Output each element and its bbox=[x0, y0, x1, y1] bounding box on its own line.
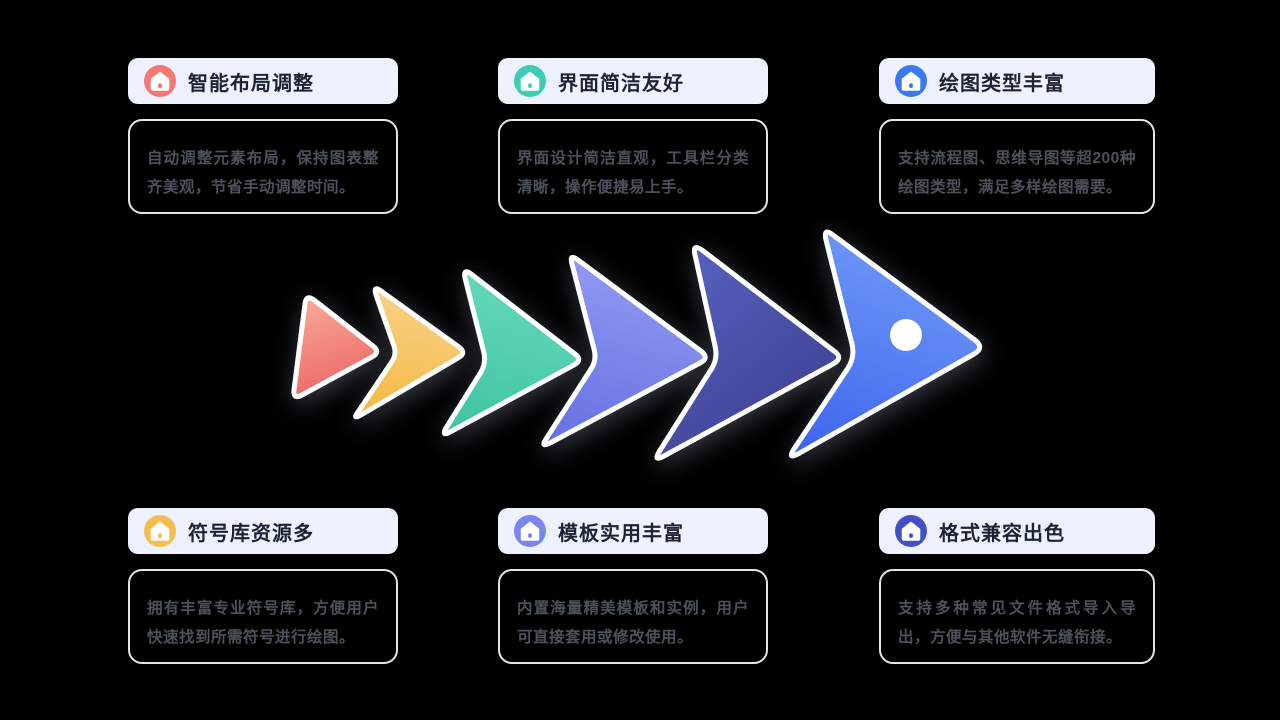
feature-header: 模板实用丰富 bbox=[498, 508, 768, 554]
feature-header: 界面简洁友好 bbox=[498, 58, 768, 104]
arrow-step-3 bbox=[441, 269, 582, 437]
feature-title: 智能布局调整 bbox=[188, 72, 314, 95]
feature-title: 模板实用丰富 bbox=[558, 522, 684, 545]
feature-description: 内置海量精美模板和实例，用户可直接套用或修改使用。 bbox=[517, 600, 749, 646]
feature-description: 支持流程图、思维导图等超200种绘图类型，满足多样绘图需要。 bbox=[898, 150, 1136, 196]
feature-title: 符号库资源多 bbox=[188, 522, 314, 545]
feature-body: 拥有丰富专业符号库，方便用户快速找到所需符号进行绘图。 bbox=[128, 569, 398, 664]
home-icon bbox=[144, 65, 176, 97]
home-icon bbox=[514, 65, 546, 97]
feature-title: 界面简洁友好 bbox=[558, 72, 684, 95]
feature-header: 符号库资源多 bbox=[128, 508, 398, 554]
feature-body: 内置海量精美模板和实例，用户可直接套用或修改使用。 bbox=[498, 569, 768, 664]
feature-header: 格式兼容出色 bbox=[879, 508, 1155, 554]
feature-description: 支持多种常见文件格式导入导出，方便与其他软件无缝衔接。 bbox=[898, 600, 1136, 646]
arrow-step-1 bbox=[291, 295, 380, 400]
feature-header: 智能布局调整 bbox=[128, 58, 398, 104]
feature-card-diagram-types: 绘图类型丰富 支持流程图、思维导图等超200种绘图类型，满足多样绘图需要。 bbox=[879, 58, 1155, 214]
feature-title: 绘图类型丰富 bbox=[939, 72, 1065, 95]
feature-body: 自动调整元素布局，保持图表整齐美观，节省手动调整时间。 bbox=[128, 119, 398, 214]
home-icon bbox=[895, 65, 927, 97]
arrow-step-6 bbox=[788, 229, 983, 459]
feature-card-symbol-library: 符号库资源多 拥有丰富专业符号库，方便用户快速找到所需符号进行绘图。 bbox=[128, 508, 398, 664]
home-icon bbox=[514, 515, 546, 547]
home-icon bbox=[144, 515, 176, 547]
home-icon bbox=[895, 515, 927, 547]
arrow-step-5 bbox=[654, 244, 842, 461]
feature-card-simple-ui: 界面简洁友好 界面设计简洁直观，工具栏分类清晰，操作便捷易上手。 bbox=[498, 58, 768, 214]
feature-body: 支持流程图、思维导图等超200种绘图类型，满足多样绘图需要。 bbox=[879, 119, 1155, 214]
feature-card-templates: 模板实用丰富 内置海量精美模板和实例，用户可直接套用或修改使用。 bbox=[498, 508, 768, 664]
arrow-step-2 bbox=[353, 286, 466, 420]
feature-description: 界面设计简洁直观，工具栏分类清晰，操作便捷易上手。 bbox=[517, 150, 749, 196]
arrow-dot bbox=[890, 319, 922, 351]
feature-title: 格式兼容出色 bbox=[939, 522, 1065, 545]
feature-card-format-compat: 格式兼容出色 支持多种常见文件格式导入导出，方便与其他软件无缝衔接。 bbox=[879, 508, 1155, 664]
feature-header: 绘图类型丰富 bbox=[879, 58, 1155, 104]
feature-card-smart-layout: 智能布局调整 自动调整元素布局，保持图表整齐美观，节省手动调整时间。 bbox=[128, 58, 398, 214]
arrow-step-4 bbox=[541, 254, 708, 448]
feature-body: 界面设计简洁直观，工具栏分类清晰，操作便捷易上手。 bbox=[498, 119, 768, 214]
feature-description: 拥有丰富专业符号库，方便用户快速找到所需符号进行绘图。 bbox=[147, 600, 379, 646]
feature-description: 自动调整元素布局，保持图表整齐美观，节省手动调整时间。 bbox=[147, 150, 379, 196]
feature-body: 支持多种常见文件格式导入导出，方便与其他软件无缝衔接。 bbox=[879, 569, 1155, 664]
